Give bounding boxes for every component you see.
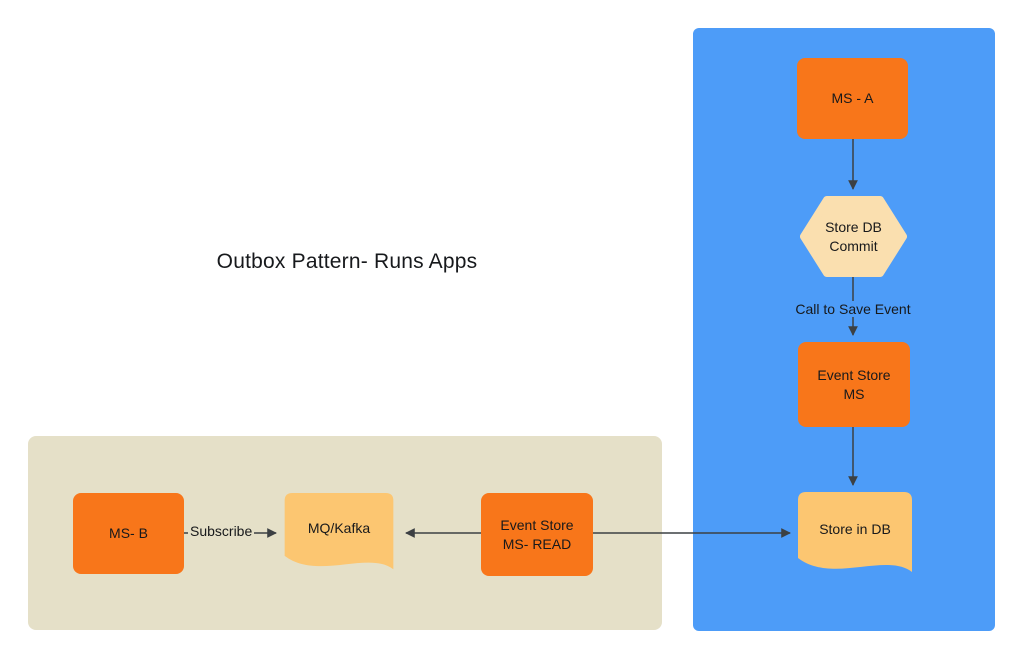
node-event-store-ms-read-label: Event Store MS- READ <box>500 516 574 552</box>
node-store-db-commit[interactable]: Store DB Commit <box>800 196 907 277</box>
hexagon-shape <box>800 196 907 277</box>
node-store-in-db[interactable]: Store in DB <box>798 492 912 578</box>
node-ms-b-label: MS- B <box>109 525 148 541</box>
document-shape <box>284 493 394 570</box>
node-ms-a-label: MS - A <box>831 90 874 106</box>
document-shape <box>798 492 912 572</box>
edge-label-subscribe: Subscribe <box>188 523 255 539</box>
node-store-db-commit-label: Store DB Commit <box>825 218 882 254</box>
node-mq-kafka[interactable]: MQ/Kafka <box>283 493 395 575</box>
node-store-in-db-label: Store in DB <box>819 520 891 537</box>
node-ms-a[interactable]: MS - A <box>797 58 908 139</box>
node-event-store-ms-read[interactable]: Event Store MS- READ <box>481 493 593 576</box>
node-ms-b[interactable]: MS- B <box>73 493 184 574</box>
node-event-store-ms[interactable]: Event Store MS <box>798 342 910 427</box>
diagram-title: Outbox Pattern- Runs Apps <box>216 250 478 273</box>
node-mq-kafka-label: MQ/Kafka <box>307 519 371 536</box>
node-event-store-ms-label: Event Store MS <box>817 366 891 402</box>
edge-label-call-to-save-event: Call to Save Event <box>791 301 915 317</box>
